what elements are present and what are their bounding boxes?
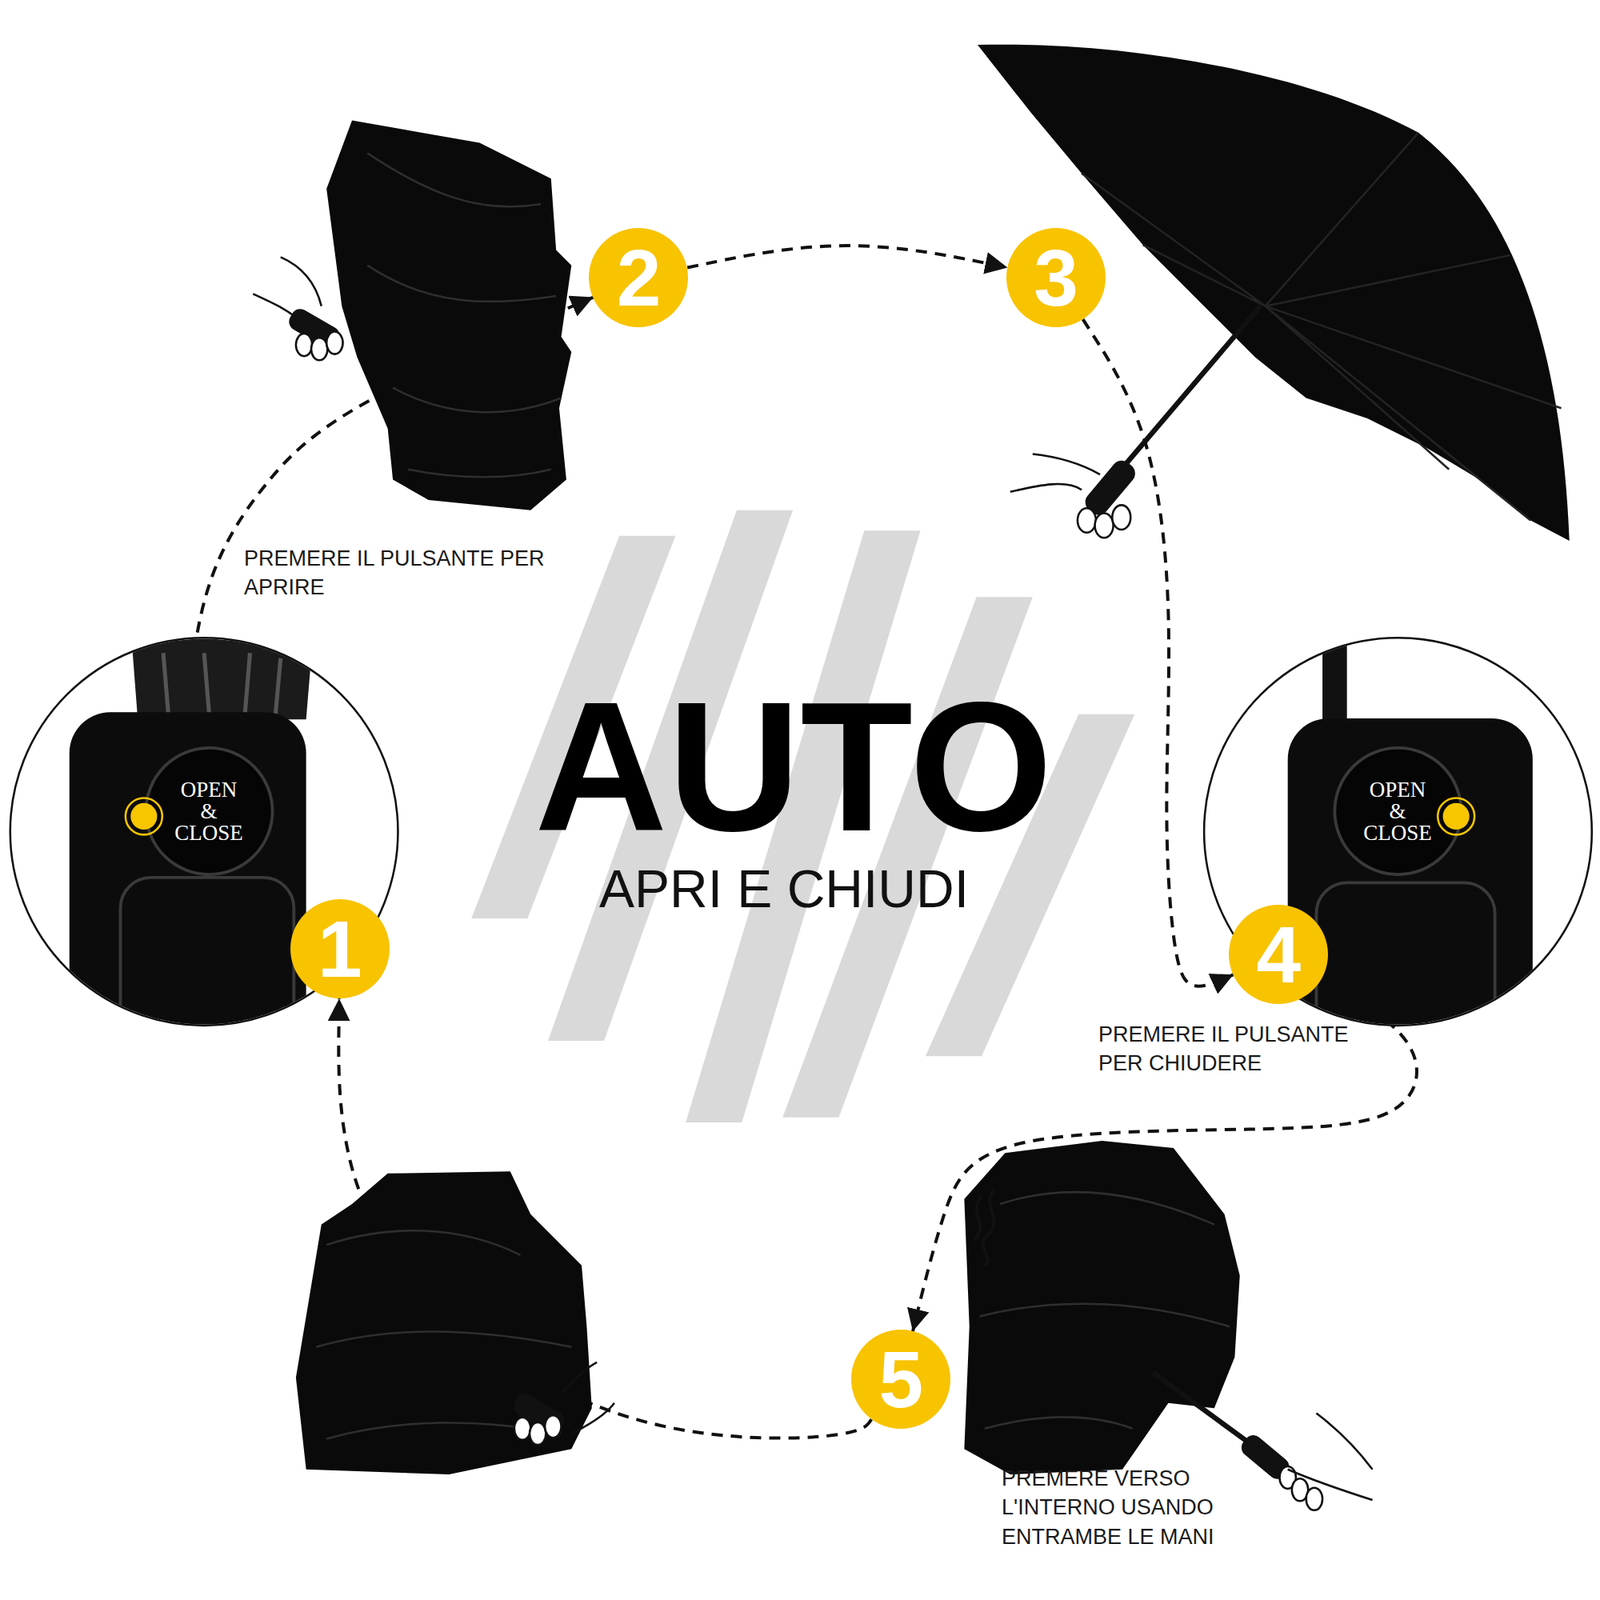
badge-fill bbox=[588, 228, 688, 328]
callout-number: 3 bbox=[1033, 237, 1079, 318]
instruction-note: PREMERE IL PULSANTE PER APRIRE bbox=[244, 544, 564, 603]
badge-text: 1 bbox=[317, 908, 363, 989]
folded-umbrella-pressing bbox=[964, 1140, 1372, 1511]
handle-closeup bbox=[1204, 612, 1592, 1127]
step-number-badge: 3 bbox=[1006, 228, 1106, 328]
illustration-part bbox=[296, 333, 312, 356]
callout-number: 5 bbox=[878, 1339, 924, 1420]
badge-text: 5 bbox=[878, 1339, 924, 1420]
background-stripes bbox=[471, 510, 1135, 1123]
badge-fill bbox=[1006, 228, 1106, 328]
button-label: OPEN & CLOSE bbox=[174, 779, 244, 844]
illustration-part bbox=[1010, 454, 1100, 492]
illustration-part bbox=[1114, 306, 1260, 478]
illustration-part bbox=[514, 1417, 531, 1440]
illustration-part bbox=[1437, 797, 1475, 835]
subtitle: APRI E CHIUDI bbox=[599, 862, 969, 916]
flow-arrow bbox=[687, 245, 1008, 268]
illustration-part bbox=[1334, 748, 1461, 875]
folded-umbrella-closed bbox=[296, 1171, 615, 1475]
illustration-part bbox=[125, 797, 163, 835]
badge-text: 4 bbox=[1256, 914, 1301, 995]
illustration-part bbox=[316, 1230, 572, 1439]
illustration-part bbox=[1081, 132, 1561, 521]
illustration-part bbox=[1306, 1488, 1323, 1511]
badge-text: 3 bbox=[1033, 237, 1079, 318]
illustration-part bbox=[296, 1171, 592, 1475]
illustration-part bbox=[964, 1140, 1240, 1475]
handle-closeup bbox=[10, 634, 399, 1120]
illustration-part bbox=[1316, 882, 1495, 1108]
illustration-part bbox=[69, 634, 312, 1120]
illustration-part bbox=[252, 256, 321, 324]
instruction-note: PREMERE VERSO L'INTERNO USANDO ENTRAMBE … bbox=[1001, 1464, 1266, 1552]
illustration-part bbox=[326, 332, 343, 355]
illustration-part bbox=[1443, 803, 1470, 830]
illustration-part bbox=[1077, 508, 1096, 533]
illustration-part bbox=[1288, 718, 1533, 1127]
callout-number: 4 bbox=[1256, 914, 1301, 995]
title: AUTO bbox=[534, 675, 1052, 860]
illustration-part bbox=[132, 634, 312, 720]
illustration-part bbox=[367, 152, 561, 477]
illustration-part bbox=[974, 1188, 996, 1266]
badge-fill bbox=[851, 1329, 951, 1429]
illustration-part bbox=[561, 1362, 615, 1434]
illustration-part bbox=[1095, 513, 1114, 539]
illustration-part bbox=[1112, 504, 1131, 530]
illustration-part bbox=[326, 120, 572, 511]
illustration-part bbox=[130, 803, 157, 830]
badge-text: 2 bbox=[616, 237, 662, 318]
step-number-badge: 1 bbox=[290, 899, 390, 999]
illustration-part bbox=[120, 877, 295, 1103]
button-label: OPEN & CLOSE bbox=[1363, 779, 1432, 844]
illustration-part bbox=[145, 748, 272, 875]
illustration-part bbox=[311, 337, 328, 360]
illustration-part bbox=[977, 44, 1570, 541]
step-number-badge: 4 bbox=[1228, 904, 1328, 1004]
badge-fill bbox=[290, 899, 390, 999]
illustration-part bbox=[1288, 612, 1533, 1127]
illustration-part bbox=[163, 652, 281, 715]
open-umbrella bbox=[977, 44, 1570, 541]
illustration-part bbox=[529, 1422, 546, 1445]
folded-umbrella-opening bbox=[252, 120, 572, 511]
illustration-part bbox=[1322, 612, 1348, 735]
callout-number: 2 bbox=[616, 237, 662, 318]
step-number-badge: 5 bbox=[851, 1329, 951, 1429]
instruction-note: PREMERE IL PULSANTE PER CHIUDERE bbox=[1098, 1020, 1395, 1079]
illustration-part bbox=[1288, 1413, 1373, 1500]
step-number-badge: 2 bbox=[588, 228, 688, 328]
badge-fill bbox=[1228, 904, 1328, 1004]
illustration-part bbox=[1152, 1372, 1260, 1452]
callout-number: 1 bbox=[317, 908, 363, 989]
illustration-part bbox=[69, 712, 307, 1120]
illustration-part bbox=[544, 1415, 561, 1438]
illustration-part bbox=[979, 1192, 1230, 1429]
